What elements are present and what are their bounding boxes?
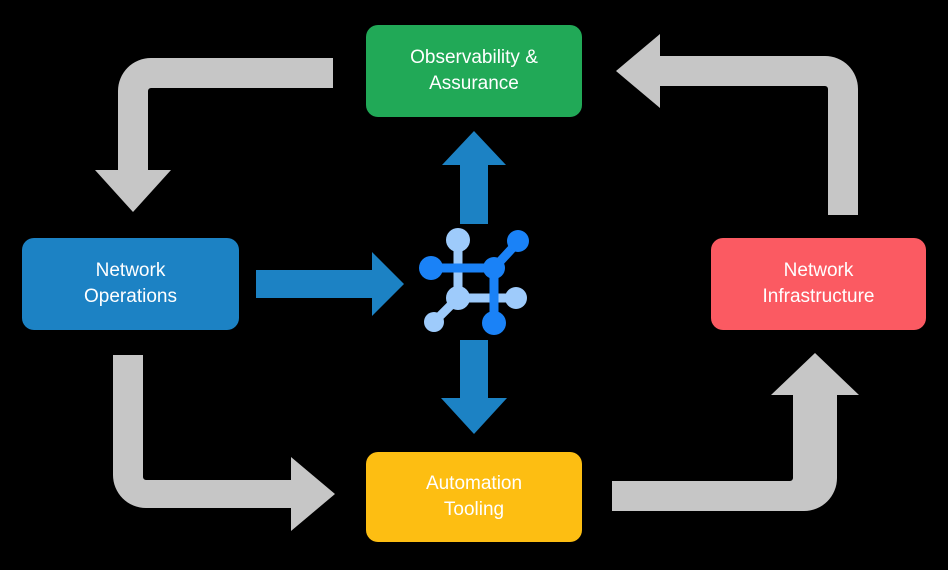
network-icon-bright-nodes: [419, 230, 529, 335]
connector-network-infrastructure-to-observability: [616, 34, 858, 215]
node-label-automation-tooling: Automation Tooling: [425, 473, 523, 520]
node-observability-and-assurance[interactable]: Observability & Assurance: [366, 25, 582, 117]
node-network-infrastructure[interactable]: Network Infrastructure: [711, 238, 926, 330]
connector-network-operations-to-center: [256, 252, 404, 316]
network-graph-icon: [419, 228, 529, 335]
network-icon-light-edges: [427, 235, 519, 327]
connector-center-to-automation-tooling: [441, 340, 507, 434]
connector-automation-tooling-to-network-infrastructure: [612, 353, 859, 511]
node-label-observability: Observability & Assurance: [410, 47, 538, 94]
connector-center-to-observability: [442, 131, 506, 224]
node-label-network-operations: Network Operations: [84, 260, 177, 307]
network-icon-light-nodes: [424, 228, 527, 332]
connector-network-operations-to-automation-tooling: [113, 355, 335, 531]
node-automation-tooling[interactable]: Automation Tooling: [366, 452, 582, 542]
connector-observability-to-network-operations: [95, 58, 333, 212]
node-network-operations[interactable]: Network Operations: [22, 238, 239, 330]
node-label-network-infrastructure: Network Infrastructure: [762, 260, 875, 307]
